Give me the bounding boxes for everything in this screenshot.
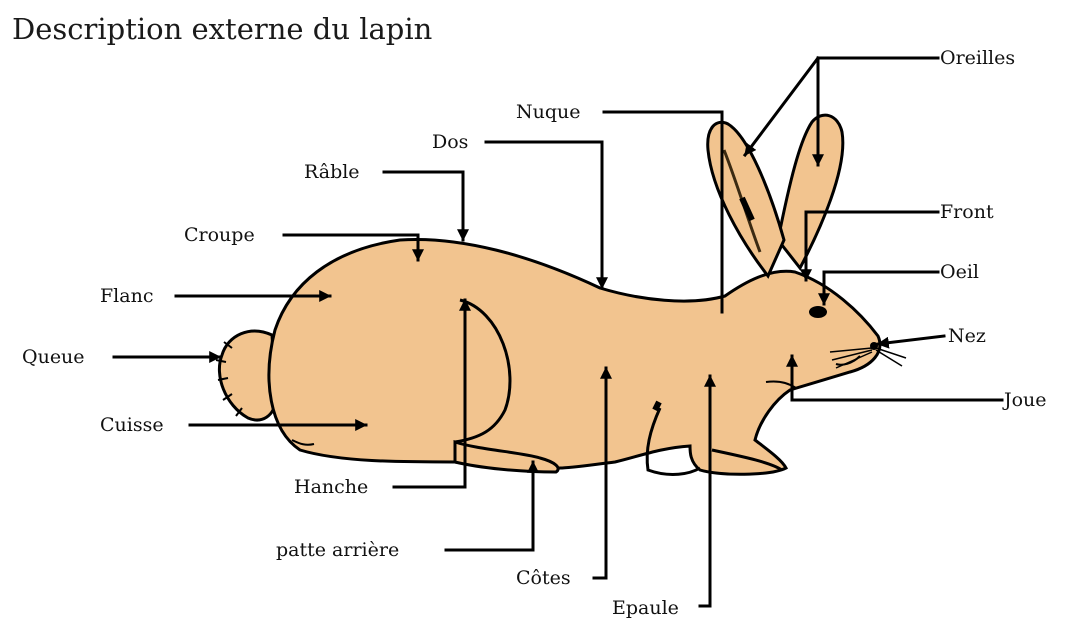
label-flanc: Flanc (100, 285, 153, 307)
label-epaule: Epaule (612, 597, 679, 619)
label-nez: Nez (948, 325, 986, 347)
label-nuque: Nuque (516, 101, 581, 123)
label-croupe: Croupe (184, 224, 255, 246)
label-cuisse: Cuisse (100, 414, 164, 436)
label-patte-arriere: patte arrière (276, 539, 399, 561)
label-rable: Râble (304, 161, 360, 183)
label-cotes: Côtes (516, 567, 571, 589)
label-front: Front (940, 201, 994, 223)
rabbit-eye (809, 306, 827, 318)
label-oeil: Oeil (940, 261, 979, 283)
label-queue: Queue (22, 346, 85, 368)
label-oreilles: Oreilles (940, 47, 1015, 69)
label-dos: Dos (432, 131, 468, 153)
rabbit-front-ear (708, 122, 784, 276)
rabbit-body (269, 239, 880, 474)
rabbit-back-ear (778, 115, 843, 268)
label-hanche: Hanche (294, 476, 368, 498)
label-joue: Joue (1002, 389, 1047, 411)
